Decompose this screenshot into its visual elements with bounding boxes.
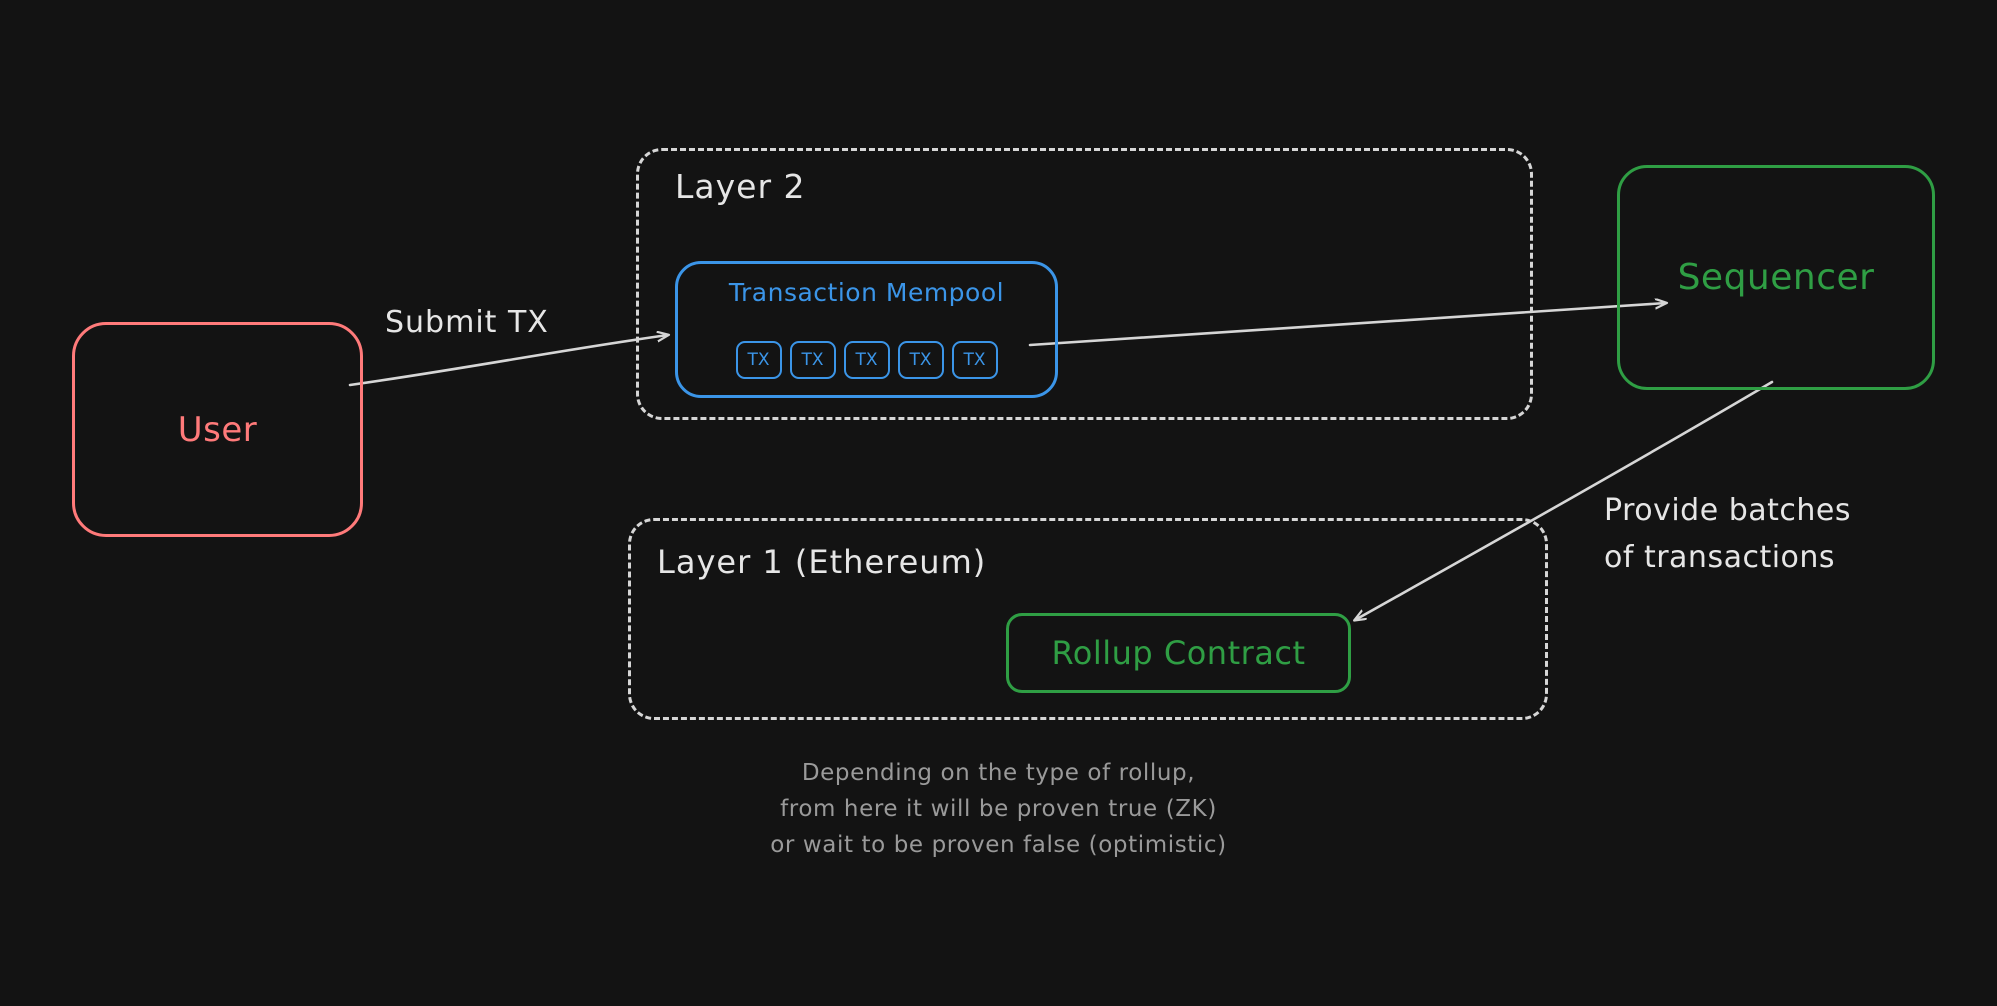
group-layer-1-title: Layer 1 (Ethereum) <box>657 543 987 581</box>
node-rollup-contract[interactable]: Rollup Contract <box>1006 613 1351 693</box>
edge-label-provide-batches: Provide batches of transactions <box>1604 487 1851 581</box>
caption-line-3: or wait to be proven false (optimistic) <box>770 832 1227 858</box>
transaction-item[interactable]: TX <box>789 341 836 379</box>
caption-line-2: from here it will be proven true (ZK) <box>780 796 1217 822</box>
transaction-item-label: TX <box>909 350 932 370</box>
transaction-item[interactable]: TX <box>897 341 944 379</box>
edge-user-to-mempool <box>348 335 668 387</box>
caption-line-1: Depending on the type of rollup, <box>801 760 1196 786</box>
transaction-item[interactable]: TX <box>735 341 782 379</box>
node-sequencer[interactable]: Sequencer <box>1617 165 1935 390</box>
group-layer-1[interactable]: Layer 1 (Ethereum) Rollup Contract <box>628 518 1548 720</box>
group-layer-2[interactable]: Layer 2 Transaction Mempool TX TX TX TX … <box>636 148 1533 420</box>
node-rollup-contract-label: Rollup Contract <box>1051 634 1306 672</box>
edge-label-provide-batches-line2: of transactions <box>1604 540 1836 575</box>
group-layer-2-title: Layer 2 <box>675 167 806 206</box>
transaction-item-label: TX <box>801 350 824 370</box>
transaction-item-label: TX <box>963 350 986 370</box>
node-transaction-mempool-label: Transaction Mempool <box>728 278 1005 307</box>
transaction-item-label: TX <box>855 350 878 370</box>
edge-label-submit-tx: Submit TX <box>385 305 549 340</box>
node-transaction-mempool[interactable]: Transaction Mempool TX TX TX TX TX <box>675 261 1058 398</box>
transaction-item[interactable]: TX <box>843 341 890 379</box>
transaction-item-label: TX <box>747 350 770 370</box>
edge-label-provide-batches-line1: Provide batches <box>1604 493 1852 528</box>
node-user[interactable]: User <box>72 322 363 537</box>
transaction-list: TX TX TX TX TX <box>735 341 998 379</box>
diagram-caption: Depending on the type of rollup, from he… <box>0 755 1997 863</box>
transaction-item[interactable]: TX <box>951 341 998 379</box>
node-user-label: User <box>177 409 258 450</box>
node-sequencer-label: Sequencer <box>1677 257 1875 298</box>
